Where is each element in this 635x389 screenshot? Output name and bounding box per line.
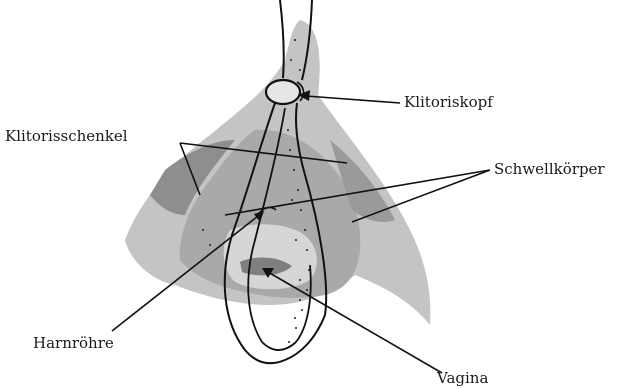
label-klitoriskopf: Klitoriskopf	[404, 95, 493, 110]
vestibule-area	[224, 224, 317, 289]
label-schwellkoerper: Schwellkörper	[494, 162, 605, 177]
clitoral-glans	[266, 80, 300, 104]
label-vagina: Vagina	[437, 371, 488, 386]
label-klitorisschenkel: Klitorisschenkel	[5, 129, 128, 144]
label-harnroehre: Harnröhre	[33, 336, 114, 351]
